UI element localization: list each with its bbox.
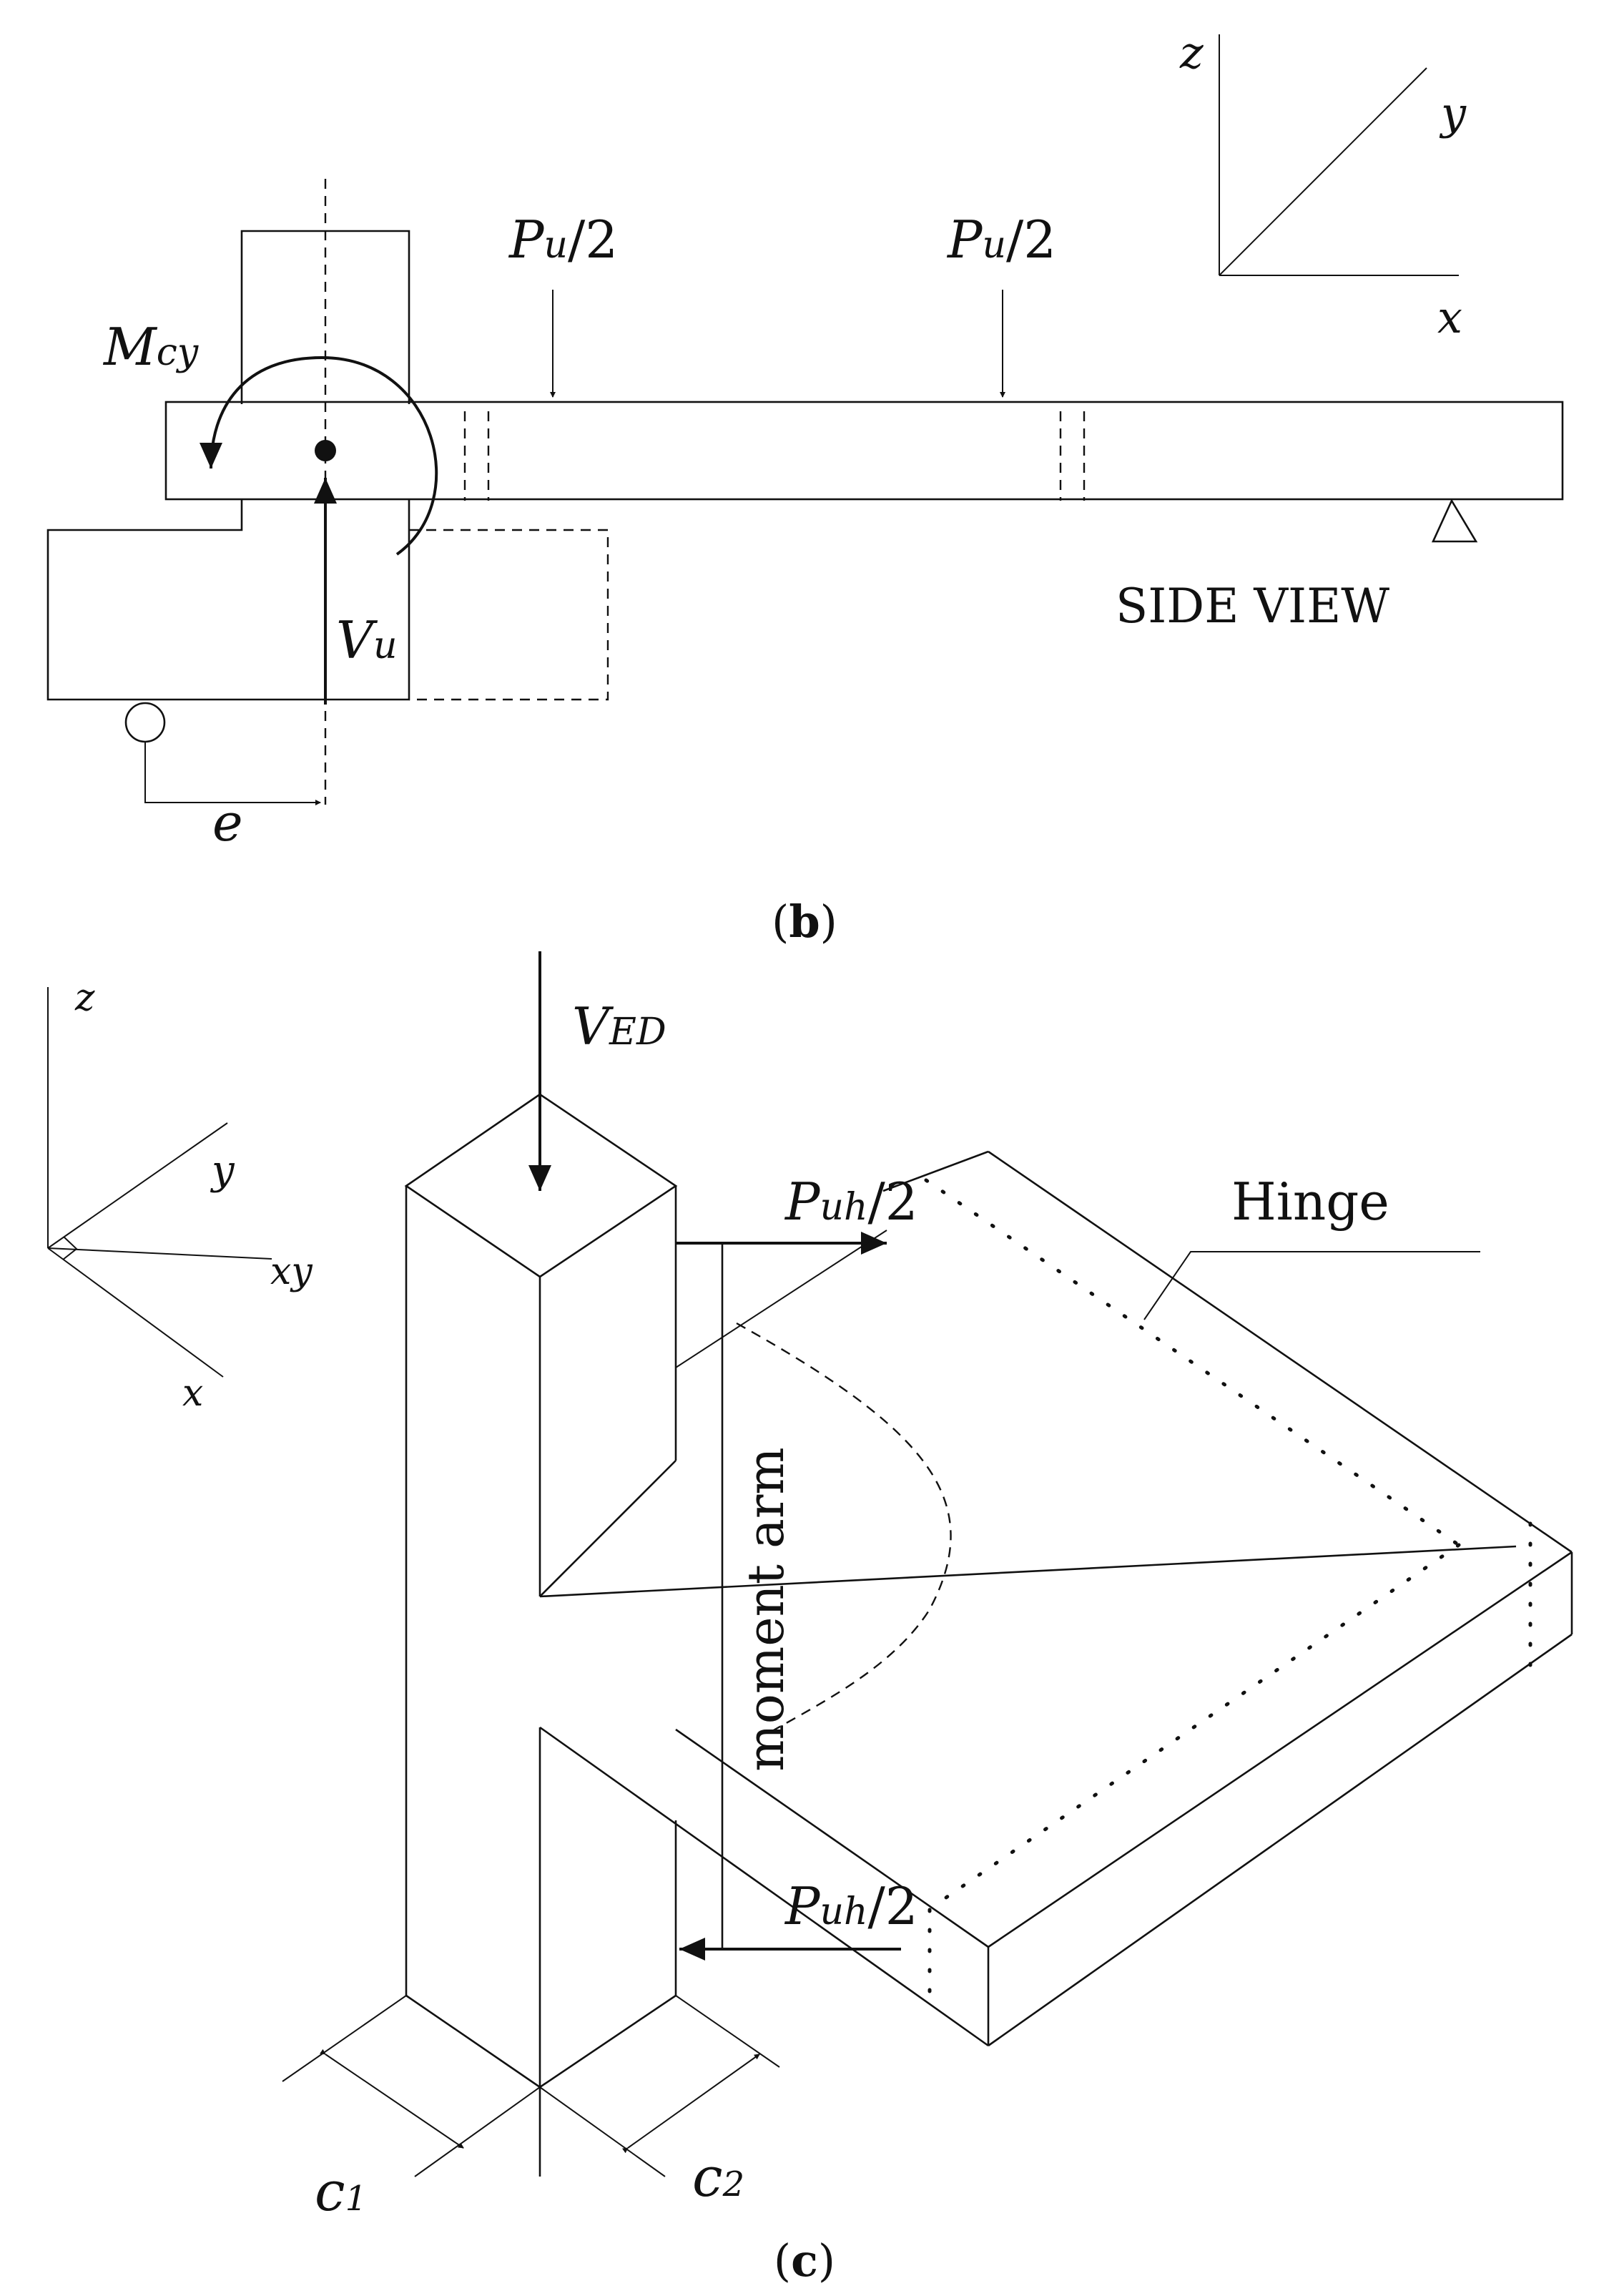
- horizontal-load-top-tail: [675, 1230, 887, 1368]
- slab-strip: [164, 401, 1564, 501]
- axis-xy-label-c: xy: [270, 1250, 313, 1293]
- axis-x-label-b: x: [1437, 291, 1462, 343]
- section-cut-lines: [463, 411, 1086, 501]
- axis-z-label-b: z: [1179, 26, 1204, 79]
- hinge-label: Hinge: [1231, 1172, 1389, 1232]
- caption-b: (b): [772, 896, 837, 948]
- slab: [539, 1150, 1573, 2047]
- axes-triad-c: [47, 987, 272, 1378]
- eccentricity-label: e: [212, 793, 243, 853]
- horizontal-load-bottom-label: Puh/2: [784, 1876, 918, 1936]
- dimension-c2-label: c2: [692, 2145, 744, 2209]
- axes-triad-b: [1219, 34, 1459, 276]
- hinge-leader: [1143, 1251, 1480, 1320]
- moment-distribution-curve: [736, 1322, 952, 1732]
- column-edges: [405, 1186, 677, 2177]
- dashed-block: [409, 529, 609, 701]
- panel-b: Pu/2 Pu/2 Mcy Vu e SIDE VIEW z y x (b): [46, 26, 1564, 948]
- axis-z-label-c: z: [74, 976, 95, 1019]
- lower-column-outline: [46, 499, 410, 701]
- pin-support: [1431, 499, 1478, 543]
- hinge-lines: [924, 1178, 1532, 1998]
- side-view-label: SIDE VIEW: [1116, 579, 1389, 634]
- centroid-dot: [315, 440, 336, 461]
- roller-support: [124, 702, 166, 743]
- panel-c: z y xy x: [47, 951, 1573, 2287]
- moment-arm-label: moment arm: [737, 1447, 795, 1771]
- caption-c: (c): [774, 2234, 835, 2287]
- load-left-label: Pu/2: [508, 210, 618, 270]
- moment-label: Mcy: [102, 317, 199, 377]
- dimension-lines: [282, 1995, 780, 2177]
- load-right-label: Pu/2: [946, 210, 1056, 270]
- shear-label: Vu: [336, 610, 398, 670]
- vertical-load-label: VED: [572, 996, 666, 1056]
- dimension-c1-label: c1: [315, 2159, 367, 2223]
- axis-y-label-b: y: [1439, 87, 1467, 139]
- axis-x-label-c: x: [182, 1372, 203, 1415]
- eccentricity-dimension: [144, 742, 321, 805]
- moment-arrow: [200, 355, 438, 556]
- axis-y-label-c: y: [210, 1147, 235, 1194]
- horizontal-load-top-label: Puh/2: [784, 1172, 918, 1232]
